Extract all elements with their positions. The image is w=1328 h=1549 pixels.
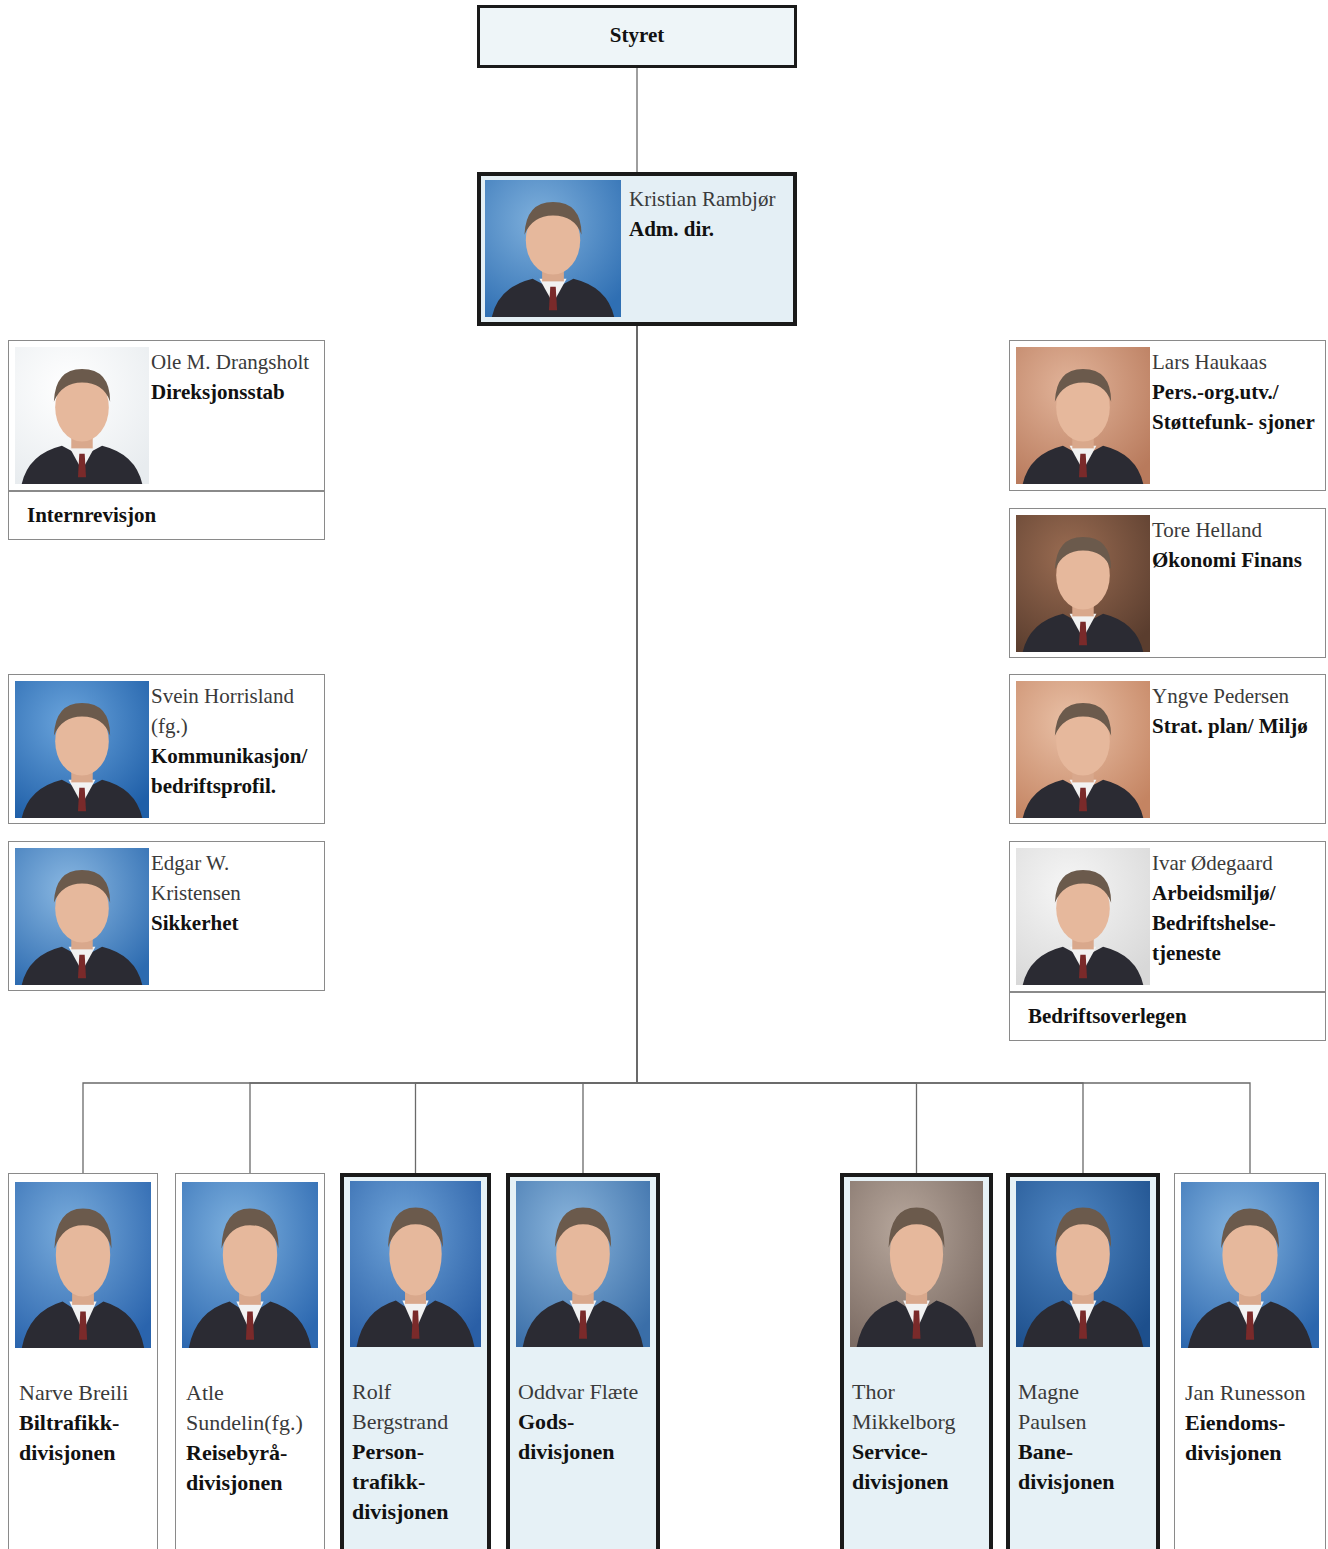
person-name: Edgar W. Kristensen [151, 848, 318, 908]
portrait-photo [850, 1181, 983, 1347]
text-group: Lars HaukaasPers.-org.utv./ Støttefunk- … [1152, 347, 1319, 437]
text-group: Rolf BergstrandPerson- trafikk- divisjon… [352, 1377, 483, 1527]
role-title: Service- divisjonen [852, 1437, 985, 1497]
text-group: Oddvar FlæteGods- divisjonen [518, 1377, 652, 1467]
connector-line [416, 326, 638, 1173]
text-group: Edgar W. KristensenSikkerhet [151, 848, 318, 938]
division-box: Atle Sundelin(fg.)Reisebyrå- divisjonen [175, 1173, 325, 1549]
connector-line [636, 68, 637, 172]
unit-label: Styret [480, 20, 794, 50]
person-name: Rolf Bergstrand [352, 1377, 483, 1437]
portrait-photo [15, 681, 149, 818]
text-group: Jan RunessonEiendoms- divisjonen [1185, 1378, 1317, 1468]
text-group: Thor MikkelborgService- divisjonen [852, 1377, 985, 1497]
division-box: Thor MikkelborgService- divisjonen [840, 1173, 993, 1549]
person-name: Atle Sundelin(fg.) [186, 1378, 316, 1438]
unit-label: Internrevisjon [27, 500, 314, 530]
portrait-photo [1016, 848, 1150, 985]
text-group: Magne PaulsenBane- divisjonen [1018, 1377, 1152, 1497]
connector-line [583, 326, 637, 1173]
unit-label: Bedriftsoverlegen [1028, 1001, 1315, 1031]
org-box: Lars HaukaasPers.-org.utv./ Støttefunk- … [1009, 340, 1326, 491]
person-name: Oddvar Flæte [518, 1377, 652, 1407]
division-box: Jan RunessonEiendoms- divisjonen [1174, 1173, 1326, 1549]
role-title: Pers.-org.utv./ Støttefunk- sjoner [1152, 377, 1319, 437]
text-group: Narve BreiliBiltrafikk- divisjonen [19, 1378, 149, 1468]
portrait-photo [485, 180, 621, 317]
org-box: Ivar ØdegaardArbeidsmiljø/ Bedriftshelse… [1009, 841, 1326, 992]
portrait-photo [516, 1181, 650, 1347]
text-group: Kristian RambjørAdm. dir. [629, 184, 787, 244]
text-group: Svein Horrisland (fg.)Kommunikasjon/ bed… [151, 681, 318, 801]
unit-box: Internrevisjon [8, 491, 325, 540]
portrait-photo [182, 1182, 318, 1348]
org-box: Yngve PedersenStrat. plan/ Miljø [1009, 674, 1326, 824]
person-name: Kristian Rambjør [629, 184, 787, 214]
division-box: Oddvar FlæteGods- divisjonen [506, 1173, 660, 1549]
person-name: Thor Mikkelborg [852, 1377, 985, 1437]
division-box: Rolf BergstrandPerson- trafikk- divisjon… [340, 1173, 491, 1549]
role-title: Reisebyrå- divisjonen [186, 1438, 316, 1498]
role-title: Biltrafikk- divisjonen [19, 1408, 149, 1468]
text-group: Yngve PedersenStrat. plan/ Miljø [1152, 681, 1319, 741]
role-title: Direksjonsstab [151, 377, 318, 407]
portrait-photo [15, 848, 149, 985]
text-group: Styret [480, 20, 794, 50]
unit-box: Bedriftsoverlegen [1009, 992, 1326, 1041]
role-title: Kommunikasjon/ bedriftsprofil. [151, 741, 318, 801]
division-box: Magne PaulsenBane- divisjonen [1006, 1173, 1160, 1549]
portrait-photo [1016, 515, 1150, 652]
connector-line [637, 326, 917, 1173]
portrait-photo [1181, 1182, 1319, 1348]
text-group: Bedriftsoverlegen [1028, 1001, 1315, 1031]
text-group: Tore HellandØkonomi Finans [1152, 515, 1319, 575]
person-name: Lars Haukaas [1152, 347, 1319, 377]
text-group: Internrevisjon [27, 500, 314, 530]
person-name: Yngve Pedersen [1152, 681, 1319, 711]
role-title: Person- trafikk- divisjonen [352, 1437, 483, 1527]
role-title: Eiendoms- divisjonen [1185, 1408, 1317, 1468]
portrait-photo [1016, 1181, 1150, 1347]
text-group: Ole M. DrangsholtDireksjonsstab [151, 347, 318, 407]
org-box: Styret [477, 5, 797, 68]
org-box: Edgar W. KristensenSikkerhet [8, 841, 325, 991]
division-box: Narve BreiliBiltrafikk- divisjonen [8, 1173, 158, 1549]
person-name: Svein Horrisland (fg.) [151, 681, 318, 741]
person-name: Ole M. Drangsholt [151, 347, 318, 377]
person-name: Magne Paulsen [1018, 1377, 1152, 1437]
role-title: Økonomi Finans [1152, 545, 1319, 575]
person-name: Narve Breili [19, 1378, 149, 1408]
org-box: Svein Horrisland (fg.)Kommunikasjon/ bed… [8, 674, 325, 824]
role-title: Strat. plan/ Miljø [1152, 711, 1319, 741]
role-title: Gods- divisjonen [518, 1407, 652, 1467]
org-box: Ole M. DrangsholtDireksjonsstab [8, 340, 325, 491]
portrait-photo [15, 1182, 151, 1348]
portrait-photo [1016, 347, 1150, 484]
role-title: Adm. dir. [629, 214, 787, 244]
role-title: Arbeidsmiljø/ Bedriftshelse- tjeneste [1152, 878, 1319, 968]
portrait-photo [1016, 681, 1150, 818]
text-group: Ivar ØdegaardArbeidsmiljø/ Bedriftshelse… [1152, 848, 1319, 968]
text-group: Atle Sundelin(fg.)Reisebyrå- divisjonen [186, 1378, 316, 1498]
portrait-photo [15, 347, 149, 484]
org-box: Kristian RambjørAdm. dir. [477, 172, 797, 326]
person-name: Jan Runesson [1185, 1378, 1317, 1408]
person-name: Tore Helland [1152, 515, 1319, 545]
role-title: Sikkerhet [151, 908, 318, 938]
org-box: Tore HellandØkonomi Finans [1009, 508, 1326, 658]
role-title: Bane- divisjonen [1018, 1437, 1152, 1497]
portrait-photo [350, 1181, 481, 1347]
person-name: Ivar Ødegaard [1152, 848, 1319, 878]
